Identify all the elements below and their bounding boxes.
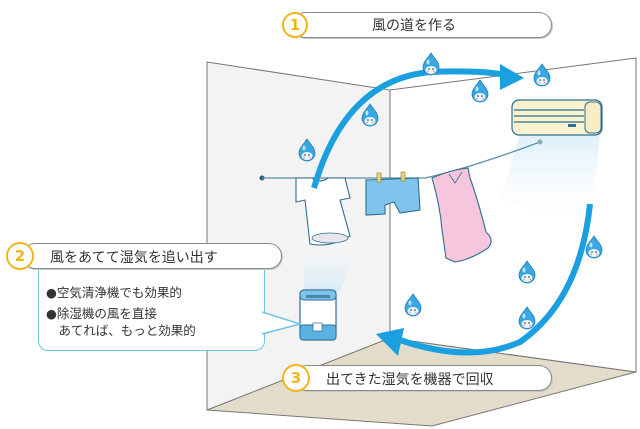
step-2-bullet-1: ●空気清浄機でも効果的 xyxy=(46,285,182,300)
clothesline xyxy=(259,139,543,181)
pink-dress xyxy=(431,167,492,263)
callout-pointer xyxy=(262,311,302,335)
shorts xyxy=(365,171,421,216)
step-3-label xyxy=(294,365,552,391)
step-1-label xyxy=(292,12,552,38)
airflow-arrow-top xyxy=(311,64,524,189)
step-2-number: 2 xyxy=(6,242,34,270)
step-2-bullet-3: あてれば、もっと効果的 xyxy=(46,323,196,338)
step-2-bullet-2: ●除湿機の風を直接 xyxy=(46,306,157,321)
step-3-number: 3 xyxy=(282,364,310,392)
step-2-title: 風をあてて湿気を追い出す xyxy=(50,250,218,266)
t-shirt xyxy=(295,177,351,246)
step-1-number: 1 xyxy=(282,12,308,38)
air-conditioner xyxy=(511,99,603,136)
step-3-title: 出てきた湿気を機器で回収 xyxy=(326,372,494,388)
step-2-label xyxy=(22,243,282,269)
dehumidifier-airflow xyxy=(300,235,360,292)
ac-airflow xyxy=(500,134,600,230)
step-1-title: 風の道を作る xyxy=(372,18,456,34)
step-2-callout xyxy=(38,268,265,351)
dehumidifier xyxy=(299,289,337,341)
airflow-arrow-bottom xyxy=(376,203,593,356)
